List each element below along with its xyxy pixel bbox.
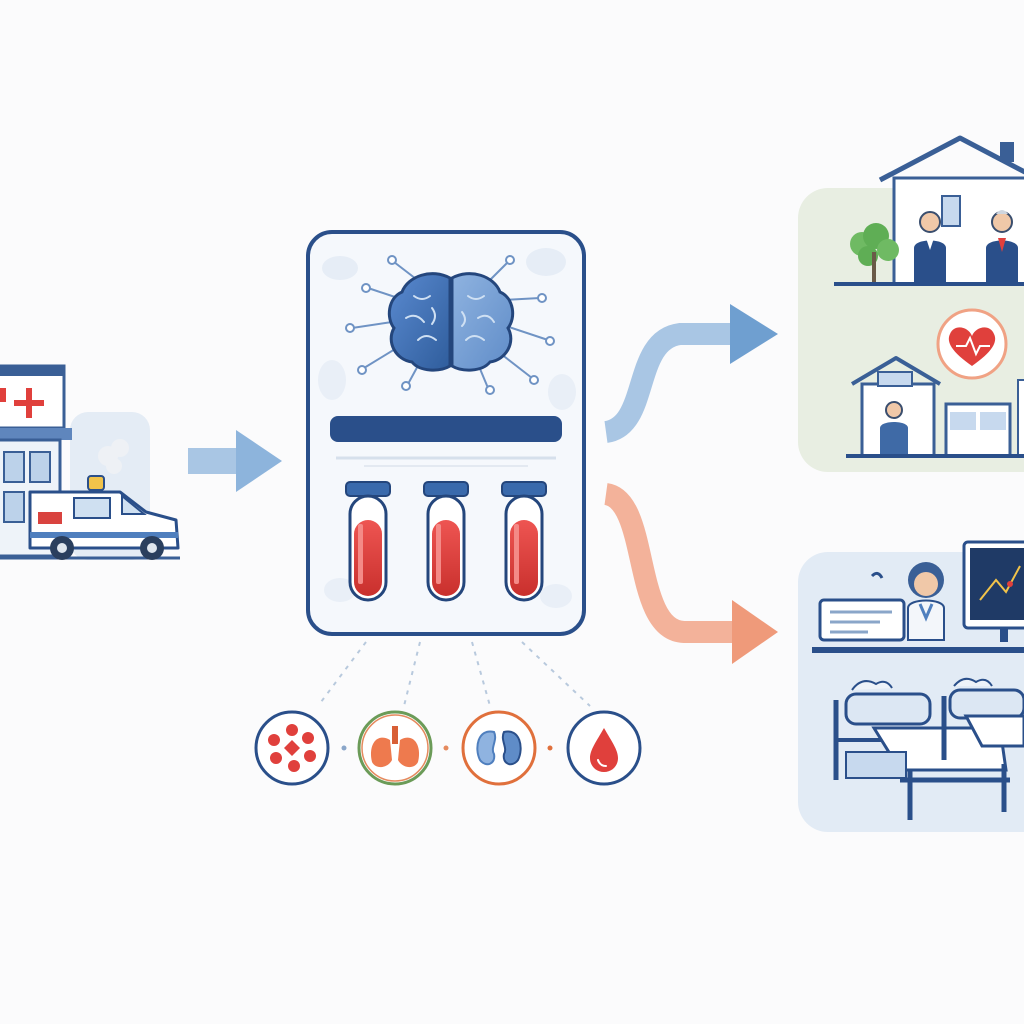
home-discharge-scene: [798, 135, 1024, 472]
hospital-bed-icon: [941, 677, 1024, 760]
biomarker-row: [254, 710, 642, 786]
biomarker-connectors: [317, 641, 591, 707]
inpatient-admission-scene: [798, 540, 1024, 832]
house-icon: [834, 135, 1024, 286]
clinician-icon: [907, 562, 945, 641]
exhaust-smoke-icon: [98, 439, 129, 474]
ambulance-icon: [28, 475, 180, 560]
person-icon: [986, 210, 1018, 282]
hospital-bed-icon: [833, 680, 1010, 820]
clinic-icon: [846, 356, 1024, 458]
person-icon: [914, 211, 946, 282]
separator-dot: [547, 745, 553, 751]
lungs-icon: [357, 710, 433, 786]
analysis-progress-bar: [330, 416, 562, 442]
kidneys-icon: [461, 710, 537, 786]
monitor-icon: [962, 540, 1024, 642]
separator-dot: [443, 745, 449, 751]
arrow-to-admission: [602, 483, 778, 664]
arrow-to-home: [603, 304, 778, 443]
person-icon: [880, 401, 908, 454]
source-scene: [0, 364, 180, 560]
brain-network-icon: [387, 272, 515, 372]
blood-test-tube-icon: [501, 481, 547, 602]
arrow-to-analysis: [188, 430, 282, 492]
analysis-panel: [306, 230, 586, 636]
tree-icon: [850, 223, 899, 282]
separator-dot: [341, 745, 347, 751]
network-lines: [345, 255, 555, 395]
blood-test-tube-icon: [423, 481, 469, 602]
blood-cells-icon: [254, 710, 330, 786]
blood-drop-icon: [566, 710, 642, 786]
blood-test-tube-icon: [345, 481, 391, 602]
heart-icon: [936, 308, 1008, 380]
medical-equipment-icon: [818, 571, 906, 642]
